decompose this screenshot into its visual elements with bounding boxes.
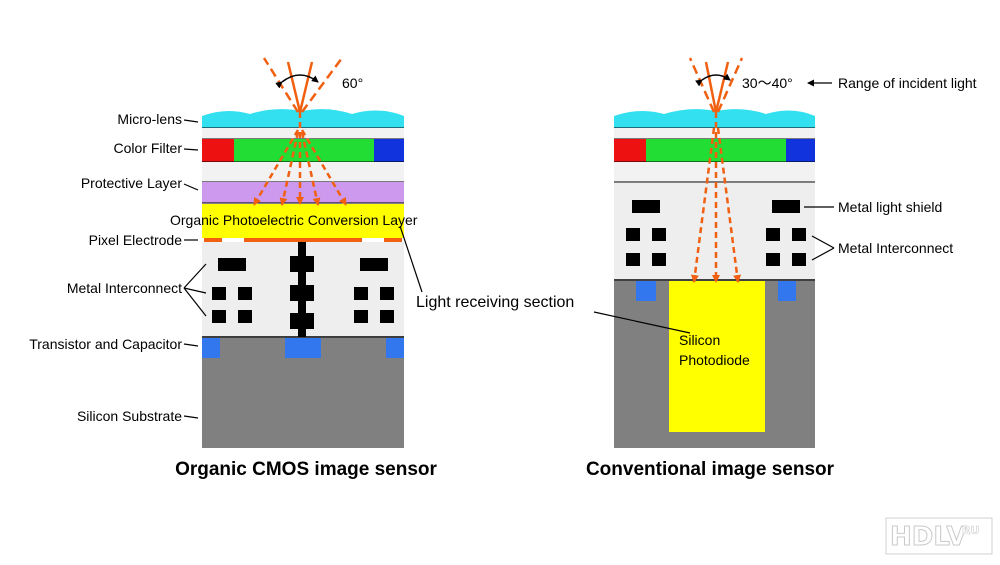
label-angle-30-40: 30～40° <box>742 75 793 91</box>
watermark-text: HDLV <box>890 522 966 552</box>
organic-sensor: Micro-lens Color Filter Protective Layer… <box>29 57 438 480</box>
title-organic-sensor: Organic CMOS image sensor <box>175 459 437 480</box>
conventional-transistor <box>778 281 796 301</box>
organic-color-filter-green <box>234 139 374 162</box>
watermark-suffix: RU <box>962 524 979 537</box>
label-silicon-substrate: Silicon Substrate <box>77 408 182 424</box>
label-light-receiving-section: Light receiving section <box>416 294 574 311</box>
conventional-transistor <box>636 281 656 301</box>
conventional-light-rays <box>690 112 742 283</box>
label-protective-layer: Protective Layer <box>81 175 182 191</box>
label-angle-60: 60° <box>342 75 363 91</box>
label-micro-lens: Micro-lens <box>117 111 182 127</box>
watermark-logo: HDLV RU <box>885 517 993 555</box>
organic-micro-lens <box>202 109 404 128</box>
conventional-sensor: Silicon Photodiode 30～40° Range of incid… <box>586 57 977 480</box>
organic-transistors <box>202 338 404 358</box>
label-color-filter: Color Filter <box>114 140 183 156</box>
conventional-color-filter-red <box>614 139 646 162</box>
organic-color-filter-blue <box>374 139 404 162</box>
organic-pixel-electrode <box>244 238 362 242</box>
silicon-photodiode <box>669 281 765 432</box>
label-range-incident-light: Range of incident light <box>838 75 977 91</box>
label-metal-light-shield: Metal light shield <box>838 199 942 215</box>
conventional-micro-lens <box>614 109 815 128</box>
conventional-interconnect-zone <box>614 183 815 279</box>
photodiode-label-line2: Photodiode <box>679 352 750 368</box>
organic-metal-blocks <box>212 242 394 337</box>
organic-pixel-electrode <box>204 238 222 242</box>
organic-conversion-layer <box>202 204 404 238</box>
conventional-color-filter-blue <box>786 139 815 162</box>
label-metal-interconnect-right: Metal Interconnect <box>838 240 953 256</box>
title-conventional-sensor: Conventional image sensor <box>586 459 835 480</box>
label-transistor-capacitor: Transistor and Capacitor <box>29 336 182 352</box>
organic-pixel-electrode <box>384 238 402 242</box>
label-metal-interconnect-left: Metal Interconnect <box>67 280 182 296</box>
conventional-color-filter-green <box>646 139 786 162</box>
organic-color-filter-red <box>202 139 234 162</box>
conventional-metal-blocks <box>626 200 806 266</box>
organic-protective-layer <box>202 182 404 203</box>
label-conversion-layer: Organic Photoelectric Conversion Layer <box>170 212 418 228</box>
organic-light-rays <box>252 112 348 206</box>
label-pixel-electrode: Pixel Electrode <box>89 232 183 248</box>
photodiode-label-line1: Silicon <box>679 332 720 348</box>
